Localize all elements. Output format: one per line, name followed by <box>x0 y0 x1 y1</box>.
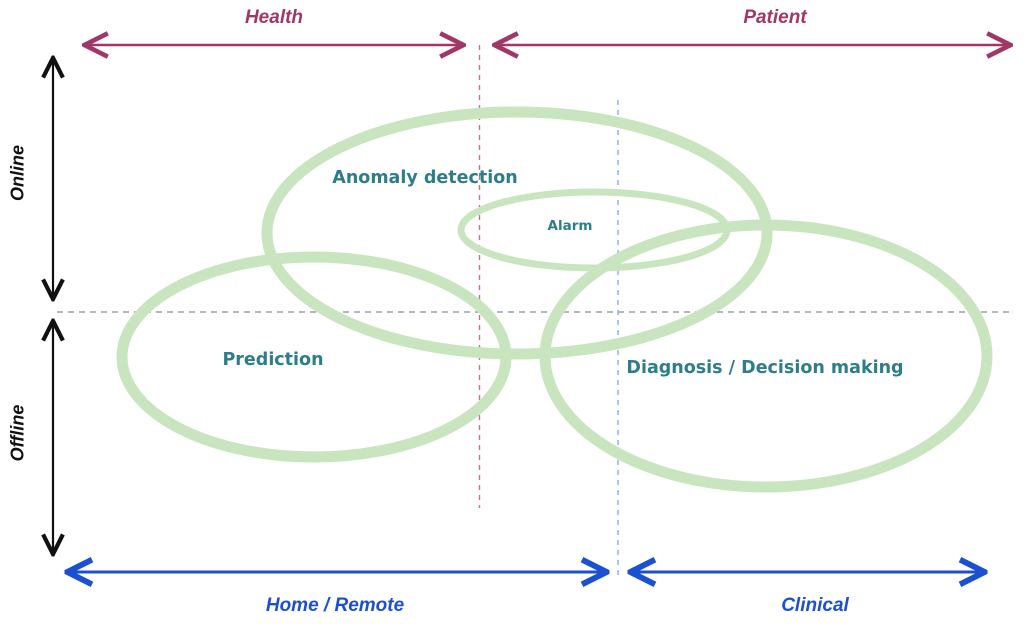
prediction-ellipse <box>116 251 512 463</box>
diagnosis-ellipse <box>539 219 993 493</box>
alarm-label: Alarm <box>547 218 593 234</box>
diagnosis-label: Diagnosis / Decision making <box>626 358 904 378</box>
offline-axis-label: Offline <box>7 404 28 462</box>
prediction-label: Prediction <box>222 350 324 370</box>
home-remote-axis-label: Home / Remote <box>265 595 405 616</box>
anomaly-detection-label: Anomaly detection <box>332 168 518 188</box>
alarm-ellipse <box>457 188 731 272</box>
patient-axis-label: Patient <box>743 7 807 28</box>
clinical-axis-label: Clinical <box>781 595 849 616</box>
health-axis-label: Health <box>244 7 304 28</box>
anomaly-detection-ellipse <box>261 106 773 360</box>
online-axis-label: Online <box>7 144 28 202</box>
